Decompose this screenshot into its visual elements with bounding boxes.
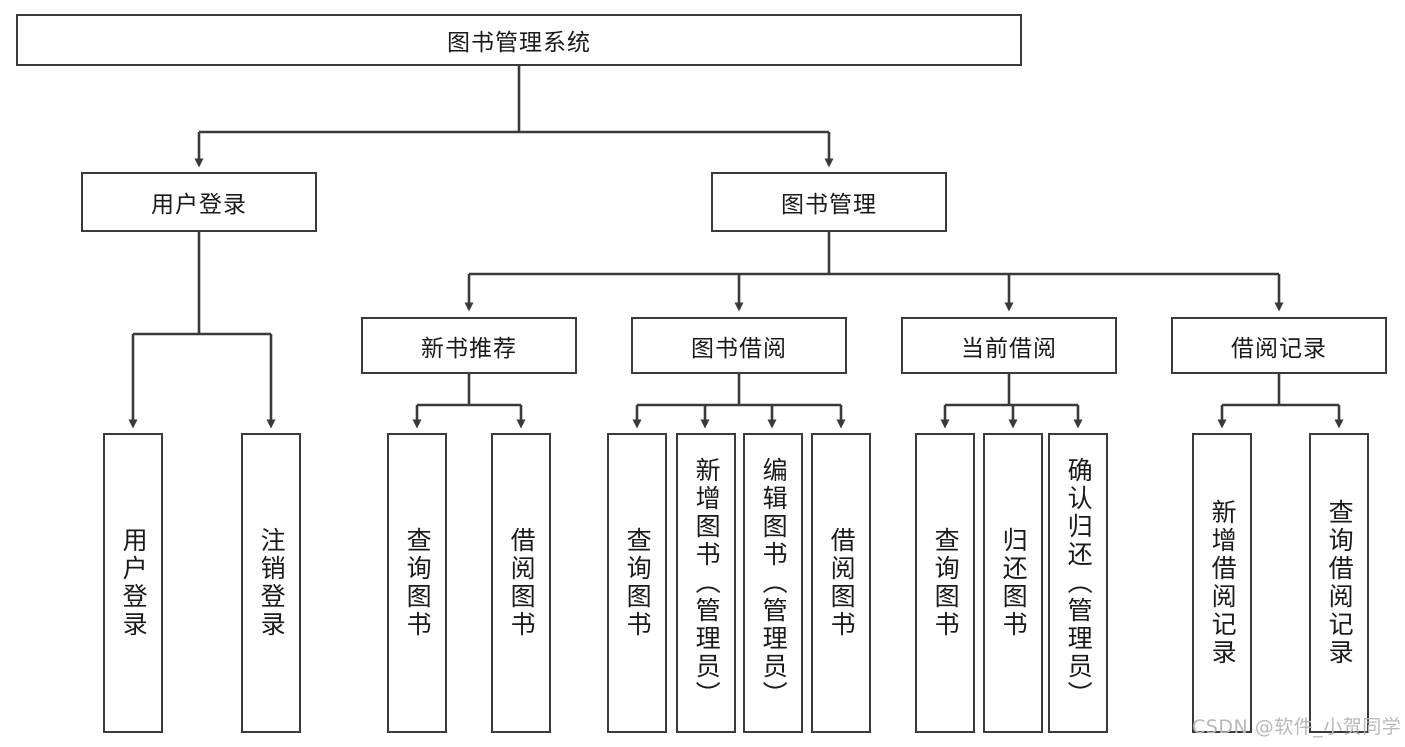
node-borrow-record[interactable]: 借阅记录 [1171, 317, 1387, 374]
node-new-book-recommend[interactable]: 新书推荐 [361, 317, 577, 374]
node-book-borrow[interactable]: 图书借阅 [631, 317, 847, 374]
node-label: 查询图书 [623, 527, 653, 639]
node-label: 当前借阅 [961, 335, 1057, 362]
node-leaf-return-book[interactable]: 归还图书 [983, 433, 1043, 733]
node-label: 确认归还（管理员） [1064, 457, 1094, 709]
node-label: 借阅图书 [507, 527, 537, 639]
node-leaf-borrow-book-1[interactable]: 借阅图书 [491, 433, 551, 733]
node-label: 图书借阅 [691, 335, 787, 362]
node-label: 新书推荐 [421, 335, 517, 362]
node-leaf-query-book-1[interactable]: 查询图书 [387, 433, 447, 733]
node-root-title[interactable]: 图书管理系统 [16, 14, 1022, 66]
node-leaf-confirm-return[interactable]: 确认归还（管理员） [1048, 433, 1108, 733]
node-label: 图书管理 [781, 192, 877, 218]
node-leaf-add-book[interactable]: 新增图书（管理员） [676, 433, 736, 733]
node-label: 新增借阅记录 [1208, 499, 1238, 667]
node-label: 用户登录 [119, 527, 149, 639]
node-label: 新增图书（管理员） [692, 457, 722, 709]
node-book-management[interactable]: 图书管理 [711, 172, 947, 232]
node-leaf-logout-login[interactable]: 注销登录 [241, 433, 301, 733]
node-leaf-add-record[interactable]: 新增借阅记录 [1192, 433, 1252, 733]
node-user-login[interactable]: 用户登录 [81, 172, 317, 232]
node-label: 查询图书 [403, 527, 433, 639]
node-leaf-query-book-3[interactable]: 查询图书 [915, 433, 975, 733]
node-label: 查询借阅记录 [1325, 499, 1355, 667]
node-current-borrow[interactable]: 当前借阅 [901, 317, 1117, 374]
node-label: 用户登录 [151, 192, 247, 218]
node-leaf-edit-book[interactable]: 编辑图书（管理员） [743, 433, 803, 733]
node-leaf-query-record[interactable]: 查询借阅记录 [1309, 433, 1369, 733]
watermark-text: CSDN @软件_小贺同学 [1192, 716, 1402, 738]
node-label: 编辑图书（管理员） [759, 457, 789, 709]
node-label: 借阅图书 [827, 527, 857, 639]
node-label: 图书管理系统 [447, 30, 591, 56]
node-leaf-user-login[interactable]: 用户登录 [103, 433, 163, 733]
node-leaf-query-book-2[interactable]: 查询图书 [607, 433, 667, 733]
node-label: 注销登录 [257, 527, 287, 639]
node-label: 借阅记录 [1231, 335, 1327, 362]
node-label: 查询图书 [931, 527, 961, 639]
node-label: 归还图书 [999, 527, 1029, 639]
node-leaf-borrow-book-2[interactable]: 借阅图书 [811, 433, 871, 733]
